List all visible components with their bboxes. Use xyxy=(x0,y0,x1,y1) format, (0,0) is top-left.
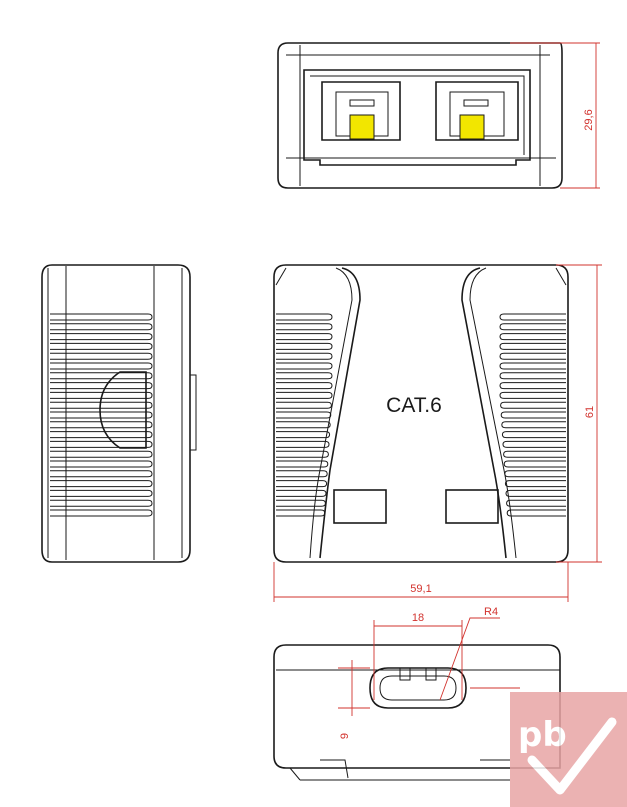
watermark-text: pb xyxy=(518,715,567,755)
vent-rib xyxy=(276,333,333,341)
vent-rib xyxy=(276,421,331,429)
category-label: CAT.6 xyxy=(386,394,442,417)
top-ribs-right xyxy=(499,313,566,517)
vent-rib xyxy=(499,391,566,399)
cable-slot xyxy=(369,667,467,709)
vent-rib xyxy=(50,440,153,448)
vent-rib xyxy=(276,470,328,478)
vent-rib xyxy=(499,372,566,380)
rj45-jack-left xyxy=(321,81,401,141)
vent-rib xyxy=(276,489,327,497)
vent-rib xyxy=(501,421,566,429)
vent-rib xyxy=(276,440,330,448)
label-window-left xyxy=(333,489,387,524)
vent-rib xyxy=(503,450,566,458)
side-ventilation-ribs xyxy=(50,313,153,517)
side-view xyxy=(41,264,197,563)
vent-rib xyxy=(50,499,153,507)
vent-rib xyxy=(50,401,153,409)
vent-rib xyxy=(50,431,153,439)
vent-rib xyxy=(499,352,566,360)
vent-rib xyxy=(276,391,333,399)
top-view: CAT.6 61 59,1 xyxy=(273,264,602,602)
dimension-width: 59,1 xyxy=(410,583,431,595)
vent-rib xyxy=(276,450,329,458)
vent-rib xyxy=(276,382,333,390)
vent-rib xyxy=(276,411,332,419)
vent-rib xyxy=(276,323,333,331)
vent-rib xyxy=(50,352,153,360)
vent-rib xyxy=(499,362,566,370)
vent-rib xyxy=(500,411,566,419)
vent-rib xyxy=(50,509,153,517)
vent-rib xyxy=(504,480,566,488)
vent-rib xyxy=(501,431,566,439)
vent-rib xyxy=(276,342,333,350)
vent-rib xyxy=(50,323,153,331)
vent-rib xyxy=(503,460,566,468)
vent-rib xyxy=(504,470,566,478)
contact-pins-right xyxy=(459,114,485,140)
vent-rib xyxy=(499,333,566,341)
dimension-slot-height: 9 xyxy=(339,733,351,739)
vent-rib xyxy=(276,372,333,380)
dimension-depth: 61 xyxy=(584,406,596,418)
vent-rib xyxy=(50,313,153,321)
vent-rib xyxy=(499,313,566,321)
vent-rib xyxy=(500,401,566,409)
vent-rib xyxy=(276,480,328,488)
vent-rib xyxy=(506,509,566,517)
watermark-logo: pb xyxy=(510,692,627,807)
label-window-right xyxy=(445,489,499,524)
vent-rib xyxy=(499,323,566,331)
vent-rib xyxy=(50,411,153,419)
vent-rib xyxy=(50,480,153,488)
vent-rib xyxy=(50,450,153,458)
contact-pins-left xyxy=(349,114,375,140)
vent-rib xyxy=(276,499,326,507)
vent-rib xyxy=(50,391,153,399)
vent-rib xyxy=(50,460,153,468)
dimension-radius: R4 xyxy=(484,606,498,618)
vent-rib xyxy=(499,342,566,350)
rj45-jack-right xyxy=(435,81,519,141)
vent-rib xyxy=(502,440,566,448)
vent-rib xyxy=(276,352,333,360)
vent-rib xyxy=(276,401,332,409)
bottom-view: 18 R4 9 xyxy=(273,606,561,781)
vent-rib xyxy=(50,342,153,350)
vent-rib xyxy=(276,313,333,321)
vent-rib xyxy=(506,499,566,507)
vent-rib xyxy=(50,470,153,478)
dimension-port-spacing: 18 xyxy=(412,612,424,624)
vent-rib xyxy=(50,489,153,497)
front-view: 29,6 xyxy=(277,42,600,189)
vent-rib xyxy=(505,489,566,497)
vent-rib xyxy=(276,431,331,439)
vent-rib xyxy=(276,362,333,370)
vent-rib xyxy=(50,362,153,370)
vent-rib xyxy=(276,509,326,517)
vent-rib xyxy=(499,382,566,390)
vent-rib xyxy=(276,460,329,468)
vent-rib xyxy=(50,372,153,380)
dimension-height: 29,6 xyxy=(583,109,595,130)
vent-rib xyxy=(50,421,153,429)
top-ribs-left xyxy=(276,313,333,517)
vent-rib xyxy=(50,382,153,390)
vent-rib xyxy=(50,333,153,341)
